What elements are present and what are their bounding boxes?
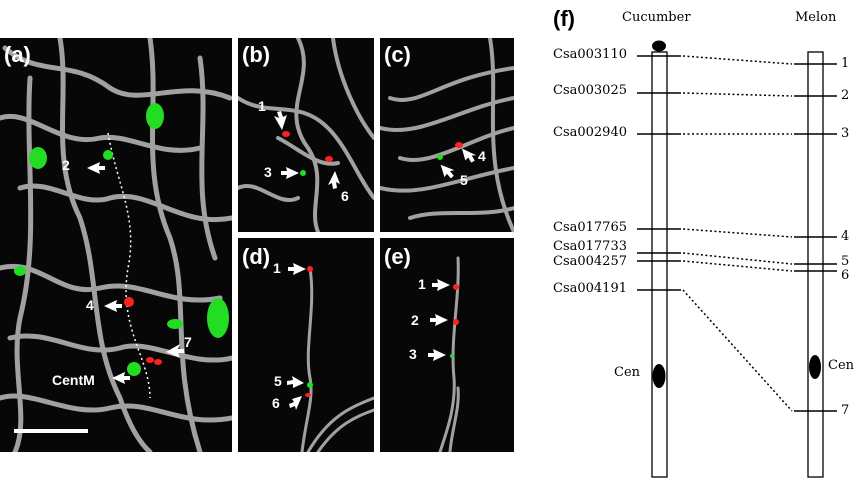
synteny-link-7	[682, 289, 793, 412]
melon-centromere	[809, 355, 821, 379]
panel-d-annotation-1: 1	[273, 260, 281, 276]
melon-cen-label: Cen	[828, 358, 855, 373]
panel-b-label: (b)	[242, 42, 271, 67]
melon-marker-label: 3	[841, 126, 850, 141]
panel-e-annotation-1: 1	[418, 276, 426, 292]
cucumber-cen-label: Cen	[614, 365, 641, 380]
cucumber-marker-label: Csa017765	[553, 220, 627, 235]
panel-e-label: (e)	[384, 244, 411, 269]
melon-marker-label: 6	[841, 268, 850, 283]
synteny-link-6	[682, 260, 793, 272]
panel-d-annotation-5: 5	[274, 373, 282, 389]
panel-b-annotation-6: 6	[341, 188, 349, 204]
panel-d-image	[287, 263, 374, 452]
panel-a-annotation-4: 4	[86, 297, 94, 313]
panel-c-annotation-5: 5	[460, 172, 468, 188]
cucumber-title: Cucumber	[622, 10, 691, 25]
panel-a-annotation-centm: CentM	[52, 372, 95, 388]
cucumber-telomere	[652, 40, 666, 52]
panel-c-image	[380, 38, 514, 232]
panel-e-annotation-3: 3	[409, 346, 417, 362]
panel-f-label: (f)	[553, 6, 575, 31]
panel-a-label: (a)	[4, 42, 31, 67]
melon-marker-label: 1	[841, 56, 850, 71]
panel-a-image	[0, 38, 232, 452]
cucumber-marker-label: Csa003110	[553, 47, 627, 62]
panel-e-annotation-2: 2	[411, 312, 419, 328]
panel-c-micrograph: (c) 4 5	[380, 38, 514, 232]
panel-e-micrograph: (e) 1 2 3	[380, 238, 514, 452]
melon-marker-label: 2	[841, 88, 850, 103]
panel-e-image	[428, 256, 460, 452]
panel-a-micrograph: (a) 2 4 7 CentM	[0, 38, 232, 452]
panel-a-annotation-2: 2	[62, 157, 70, 173]
cucumber-marker-label: Csa003025	[553, 83, 627, 98]
melon-marker-label: 4	[841, 229, 850, 244]
cucumber-marker-label: Csa004257	[553, 254, 627, 269]
melon-title: Melon	[795, 10, 837, 25]
synteny-link-1	[682, 55, 793, 65]
synteny-link-4	[682, 228, 793, 238]
synteny-link-5	[682, 252, 793, 265]
panel-d-micrograph: (d) 1 5 6	[238, 238, 374, 452]
panel-d-label: (d)	[242, 244, 271, 269]
synteny-link-2	[682, 92, 793, 97]
panel-c-label: (c)	[384, 42, 411, 67]
melon-marker-label: 5	[841, 254, 850, 269]
panel-b-micrograph: (b) 1 3 6	[238, 38, 374, 232]
panel-b-annotation-1: 1	[258, 98, 266, 114]
panel-c-annotation-4: 4	[478, 148, 486, 164]
panel-d-annotation-6: 6	[272, 395, 280, 411]
cucumber-centromere	[652, 364, 666, 388]
cucumber-chromosome	[651, 51, 668, 478]
melon-marker-label: 7	[841, 403, 850, 418]
panel-b-annotation-3: 3	[264, 164, 272, 180]
cucumber-marker-label: Csa004191	[553, 281, 627, 296]
cucumber-marker-label: Csa017733	[553, 239, 627, 254]
panel-b-image	[238, 38, 374, 232]
panel-a-annotation-7: 7	[184, 334, 192, 350]
cucumber-marker-label: Csa002940	[553, 125, 627, 140]
